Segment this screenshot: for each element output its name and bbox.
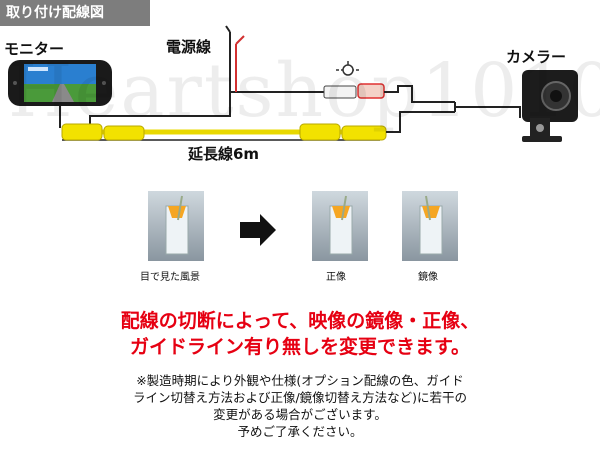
caption-scene: 目で見た風景	[140, 272, 200, 283]
caption-mirror: 鏡像	[418, 272, 438, 283]
note-block: ※製造時期により外観や仕様(オプション配線の色、ガイド ライン切替え方法および正…	[0, 372, 600, 440]
warning-line-1: 配線の切断によって、映像の鏡像・正像、	[120, 310, 480, 332]
camera-illustration	[522, 70, 578, 142]
note-line-2: ライン切替え方法および正像/鏡像切替え方法など)に若干の	[132, 390, 468, 405]
extension-label: 延長線6m	[188, 145, 260, 163]
arrow-icon	[240, 214, 276, 246]
caption-normal: 正像	[326, 272, 346, 283]
warning-line-2: ガイドライン有り無しを変更できます。	[129, 336, 471, 358]
yellow-rca-cables	[61, 123, 387, 141]
note-line-4: 予めご了承ください。	[237, 424, 363, 439]
header-tag: 取り付け配線図	[0, 0, 150, 26]
power-line-label: 電源線	[166, 38, 212, 56]
monitor-label: モニター	[4, 40, 65, 58]
photo-mirror	[402, 191, 458, 261]
note-line-1: ※製造時期により外観や仕様(オプション配線の色、ガイド	[136, 373, 464, 388]
monitor-illustration	[8, 60, 112, 106]
watermark: Heartshop1010	[8, 48, 600, 134]
camera-label: カメラー	[506, 48, 567, 66]
photo-scene	[148, 191, 204, 261]
note-line-3: 変更がある場合がございます。	[213, 407, 387, 422]
photo-normal	[312, 191, 368, 261]
